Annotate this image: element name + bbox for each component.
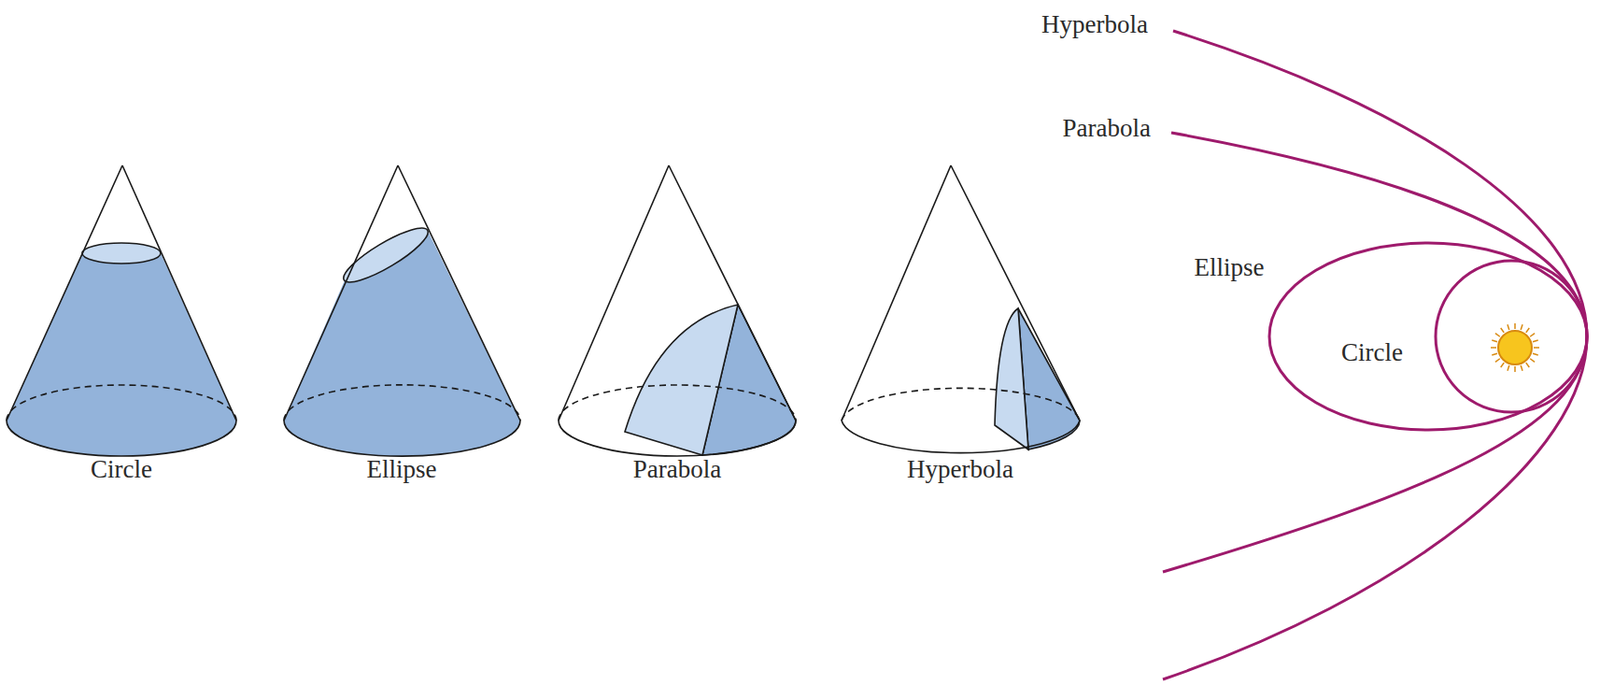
cone-label: Circle xyxy=(90,454,153,484)
cone-label: Hyperbola xyxy=(906,454,1014,484)
orbit-label: Hyperbola xyxy=(1041,10,1148,40)
orbit-label: Ellipse xyxy=(1194,253,1265,283)
orbit-label: Parabola xyxy=(1062,113,1151,143)
cones xyxy=(6,165,1080,456)
sun-symbol xyxy=(1490,323,1540,372)
cone-label: Parabola xyxy=(633,454,722,484)
cone-label: Ellipse xyxy=(367,454,438,484)
orbit-label: Circle xyxy=(1341,338,1403,368)
orbits xyxy=(1162,30,1587,680)
